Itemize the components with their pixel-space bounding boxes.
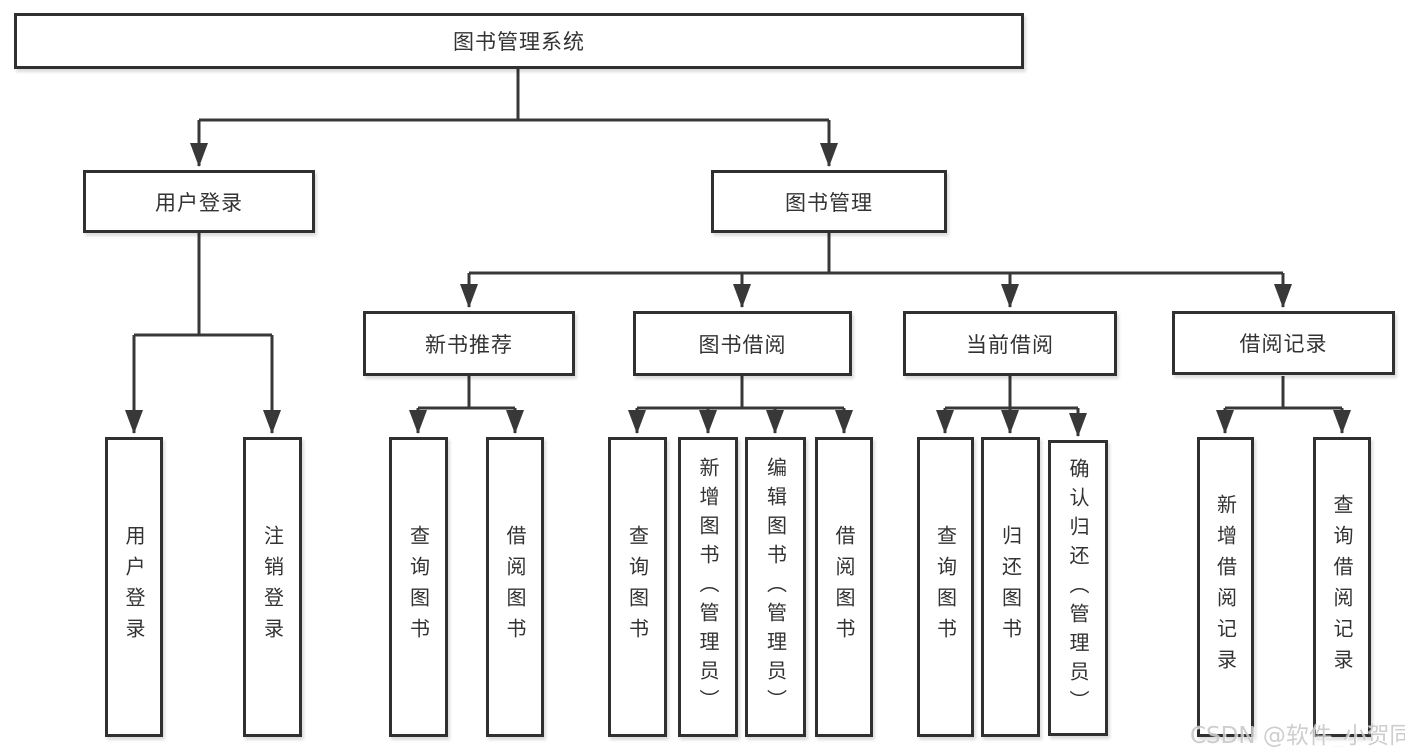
node-user-login: 用户登录 [83,170,315,233]
leaf-query-books-newbook-label: 查询图书 [406,525,431,649]
node-new-book-recommend-label: 新书推荐 [425,332,513,357]
connector-current-borrow-children [936,376,1087,437]
node-user-login-label: 用户登录 [155,190,243,215]
leaf-add-borrow-record: 新增借阅记录 [1197,437,1254,737]
leaf-borrow-books-borrow-label: 借阅图书 [832,525,856,649]
leaf-logout-label: 注销登录 [260,525,285,649]
leaf-query-books-current-label: 查询图书 [933,525,958,649]
node-book-borrow-label: 图书借阅 [698,332,787,357]
connector-book-borrow-children [628,376,853,434]
leaf-user-login-label: 用户登录 [122,525,146,649]
node-borrow-records-label: 借阅记录 [1239,332,1328,356]
node-current-borrow-label: 当前借阅 [966,332,1054,357]
node-borrow-records: 借阅记录 [1172,311,1395,375]
csdn-watermark: CSDN @软件_小贺同学 [1190,723,1405,747]
leaf-add-book-admin-label: 新增图书（管理员） [696,456,720,718]
connector-new-book-children [409,376,524,434]
node-root-label: 图书管理系统 [453,30,585,54]
leaf-edit-book-admin: 编辑图书（管理员） [745,437,806,737]
connector-borrow-records-children [1216,376,1351,434]
leaf-borrow-books-borrow: 借阅图书 [815,437,873,737]
leaf-query-borrow-record-label: 查询借阅记录 [1330,494,1354,680]
leaf-return-book-label: 归还图书 [998,525,1023,649]
leaf-query-books-borrow-label: 查询图书 [625,525,650,649]
leaf-confirm-return-admin-label: 确认归还（管理员） [1066,457,1090,719]
node-book-management-label: 图书管理 [785,190,873,215]
connector-book-management-children [460,233,1292,308]
node-book-borrow: 图书借阅 [633,311,852,376]
connector-root-to-level2 [190,69,838,167]
leaf-borrow-books-newbook-label: 借阅图书 [503,525,527,649]
node-new-book-recommend: 新书推荐 [363,311,575,376]
leaf-query-books-borrow: 查询图书 [608,437,667,737]
leaf-add-book-admin: 新增图书（管理员） [678,437,738,737]
leaf-borrow-books-newbook: 借阅图书 [486,437,544,737]
connector-user-login-children [125,233,281,434]
leaf-confirm-return-admin: 确认归还（管理员） [1048,440,1108,736]
leaf-user-login: 用户登录 [105,437,163,737]
node-current-borrow: 当前借阅 [903,311,1117,376]
leaf-query-books-newbook: 查询图书 [389,437,448,737]
node-root: 图书管理系统 [14,13,1024,69]
leaf-query-borrow-record: 查询借阅记录 [1313,437,1371,737]
leaf-logout: 注销登录 [243,437,302,737]
node-book-management: 图书管理 [711,170,947,233]
leaf-query-books-current: 查询图书 [917,437,974,737]
leaf-add-borrow-record-label: 新增借阅记录 [1213,494,1238,680]
leaf-return-book: 归还图书 [981,437,1040,737]
leaf-edit-book-admin-label: 编辑图书（管理员） [763,456,788,718]
